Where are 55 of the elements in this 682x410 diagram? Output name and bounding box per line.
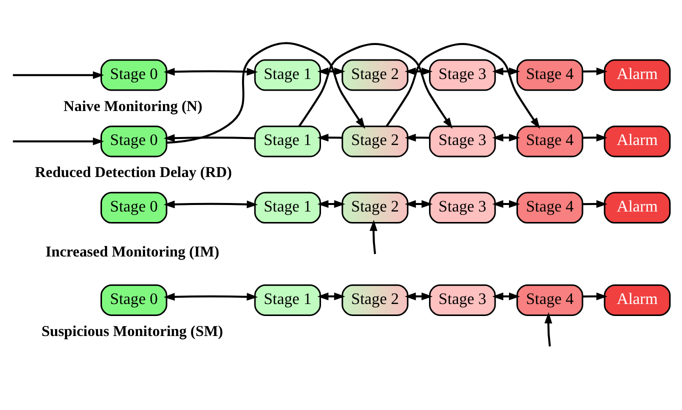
label: Reduced Detection Delay (RD) — [34, 164, 232, 181]
node-box: Stage 3 — [429, 125, 496, 157]
arrow — [298, 42, 453, 128]
node-box: Stage 3 — [429, 191, 496, 224]
arrow — [164, 134, 255, 142]
node-box: Stage 2 — [342, 191, 408, 224]
node-box: Stage 4 — [516, 125, 584, 157]
node-box: Alarm — [604, 125, 671, 157]
arrow — [166, 42, 366, 144]
label: Suspicious Monitoring (SM) — [41, 323, 224, 340]
arrow — [582, 200, 608, 208]
arrow — [404, 133, 430, 142]
node-box: Stage 0 — [100, 125, 168, 157]
node-box: Stage 2 — [342, 125, 408, 157]
arrow — [582, 66, 608, 75]
arrow — [582, 133, 608, 142]
node-box: Stage 2 — [342, 284, 408, 316]
label: Naive Monitoring (N) — [64, 98, 202, 114]
node-box: Stage 1 — [254, 284, 322, 316]
node-box: Alarm — [604, 191, 671, 224]
node-box: Stage 0 — [100, 58, 168, 90]
node-box: Alarm — [604, 58, 671, 90]
node-box: Stage 2 — [342, 58, 408, 90]
node-box: Stage 4 — [516, 191, 584, 224]
arrow — [404, 292, 433, 300]
arrow — [317, 292, 346, 300]
node-box: Alarm — [604, 284, 671, 316]
arrow — [317, 133, 342, 142]
arrow — [492, 133, 520, 142]
node-box: Stage 1 — [254, 191, 322, 224]
arrow — [164, 200, 258, 208]
arrow — [12, 70, 104, 78]
node-box: Stage 0 — [100, 284, 168, 316]
node-box: Stage 3 — [429, 58, 496, 90]
arrow — [492, 200, 520, 208]
arrow — [317, 66, 346, 75]
node-box: Stage 4 — [516, 284, 584, 316]
arrow — [492, 66, 520, 75]
node-box: Stage 4 — [516, 58, 584, 90]
arrow — [317, 200, 346, 208]
arrow — [492, 292, 520, 300]
arrow — [544, 312, 552, 346]
label: Increased Monitoring (IM) — [45, 244, 220, 260]
arrow — [582, 292, 608, 300]
node-box: Stage 0 — [100, 191, 168, 224]
arrow — [386, 42, 540, 128]
arrow — [164, 292, 258, 300]
arrow — [164, 67, 258, 76]
node-box: Stage 1 — [254, 125, 322, 157]
arrow — [12, 137, 104, 145]
arrow — [404, 200, 433, 208]
node-box: Stage 3 — [429, 284, 496, 316]
arrow — [370, 219, 378, 254]
node-box: Stage 1 — [254, 58, 322, 90]
arrow — [404, 66, 433, 75]
